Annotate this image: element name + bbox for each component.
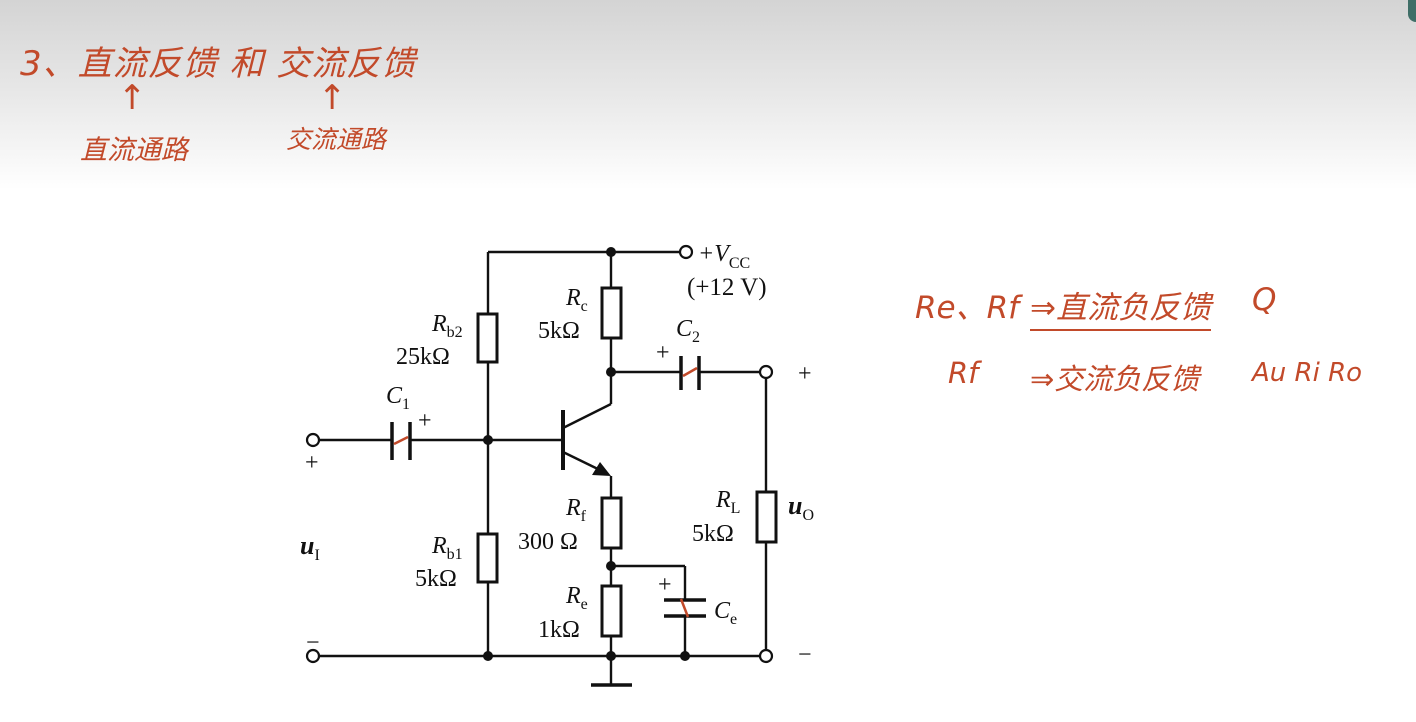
uo-label: uO bbox=[788, 491, 814, 524]
note-dc-path: 直流通路 bbox=[80, 135, 188, 166]
resistors bbox=[476, 286, 778, 638]
c2-plus: + bbox=[656, 340, 670, 366]
note-line1-tail: Q bbox=[1252, 282, 1277, 318]
ink-marks bbox=[393, 366, 698, 618]
arrow-up-icon: ↑ bbox=[118, 78, 147, 118]
c1-symbol: C1 bbox=[386, 383, 410, 413]
rb1-value: 5kΩ bbox=[415, 566, 457, 592]
rl-symbol: RL bbox=[715, 487, 740, 517]
vcc-value: (+12 V) bbox=[687, 274, 767, 301]
note-line2-left: Rf bbox=[948, 356, 979, 390]
rf-value: 300 Ω bbox=[518, 529, 578, 555]
resistor-rb2 bbox=[476, 312, 499, 364]
terminals bbox=[305, 244, 774, 664]
input-terminal-plus bbox=[305, 432, 321, 448]
ce-plus: + bbox=[658, 572, 672, 598]
junction-dots bbox=[483, 247, 690, 661]
resistor-re bbox=[600, 584, 623, 638]
capacitors bbox=[390, 356, 706, 618]
note-ac-path: 交流通路 bbox=[286, 125, 387, 154]
input-minus-sign: − bbox=[306, 630, 320, 656]
rb2-symbol: Rb2 bbox=[431, 311, 463, 341]
note-heading: 3、直流反馈 和 交流反馈 bbox=[20, 44, 417, 84]
vcc-terminal bbox=[678, 244, 694, 260]
ce-symbol: Ce bbox=[714, 598, 737, 628]
rc-symbol: Rc bbox=[565, 285, 588, 315]
ui-label: uI bbox=[300, 531, 320, 564]
arrow-up-icon: ↑ bbox=[318, 78, 347, 118]
rb1-symbol: Rb1 bbox=[431, 533, 463, 563]
re-symbol: Re bbox=[565, 583, 588, 613]
input-plus-sign: + bbox=[305, 450, 319, 476]
note-line2-tail: Au Ri Ro bbox=[1252, 358, 1363, 388]
output-minus-sign: − bbox=[798, 642, 812, 668]
c2-symbol: C2 bbox=[676, 316, 700, 346]
window-corner bbox=[1408, 0, 1416, 22]
c1-plus: + bbox=[418, 408, 432, 434]
output-terminal-minus bbox=[758, 648, 774, 664]
resistor-rl bbox=[755, 490, 778, 544]
output-terminal-plus bbox=[758, 364, 774, 380]
rf-symbol: Rf bbox=[565, 495, 587, 525]
re-value: 1kΩ bbox=[538, 617, 580, 643]
output-plus-sign: + bbox=[798, 361, 812, 387]
rb2-value: 25kΩ bbox=[396, 344, 450, 370]
resistor-rb1 bbox=[476, 532, 499, 584]
rc-value: 5kΩ bbox=[538, 318, 580, 344]
note-line1-result: ⇒直流负反馈 bbox=[1030, 282, 1211, 331]
rl-value: 5kΩ bbox=[692, 521, 734, 547]
note-line1-left: Re、Rf bbox=[915, 290, 1020, 326]
vcc-label: +VCC bbox=[698, 241, 750, 272]
input-terminal-minus bbox=[305, 648, 321, 664]
title-banner bbox=[0, 0, 1416, 190]
emitter-arrow-icon bbox=[592, 462, 611, 476]
resistor-rf bbox=[600, 496, 623, 550]
note-line2-result: ⇒交流负反馈 bbox=[1030, 362, 1200, 396]
resistor-rc bbox=[600, 286, 623, 340]
